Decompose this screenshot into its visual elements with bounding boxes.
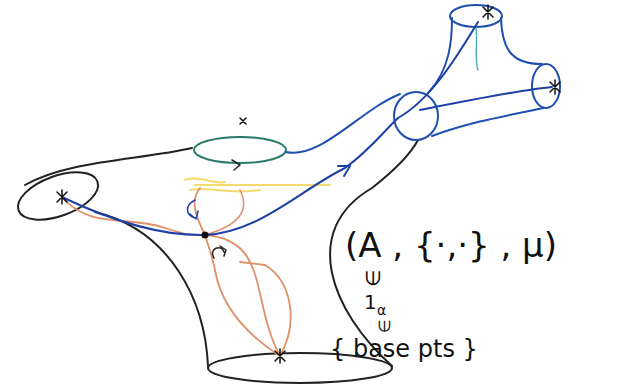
- arrowhead: [213, 246, 226, 258]
- relation-symbol: ∋: [363, 269, 383, 286]
- arrowhead: [338, 166, 350, 176]
- tuple-label: (A , {·,·} , μ): [345, 228, 557, 262]
- arrowhead: [232, 160, 240, 170]
- path: [205, 235, 280, 356]
- base-point: [240, 118, 246, 124]
- base-point: [57, 190, 67, 204]
- path: [205, 235, 280, 356]
- outline: [432, 108, 544, 136]
- seam: [476, 27, 478, 70]
- path: [195, 188, 205, 235]
- path: [62, 22, 552, 235]
- base-point: [275, 349, 285, 363]
- path: [240, 262, 291, 356]
- boundary-circle: [12, 163, 105, 229]
- outline: [286, 94, 400, 153]
- arrowhead: [188, 200, 199, 219]
- base-point: [550, 80, 560, 94]
- base-point: [483, 5, 493, 19]
- outline: [25, 148, 192, 185]
- outline: [501, 18, 542, 64]
- path: [62, 197, 205, 235]
- set-label: { base pts }: [330, 337, 478, 361]
- boundary-circle: [194, 137, 286, 163]
- boundary-circle: [532, 64, 560, 108]
- outline: [428, 18, 452, 93]
- base-point: [202, 232, 209, 239]
- relation-symbol: ∈: [377, 319, 393, 333]
- unit-symbol: 1: [364, 292, 377, 312]
- subscript: α: [377, 303, 386, 317]
